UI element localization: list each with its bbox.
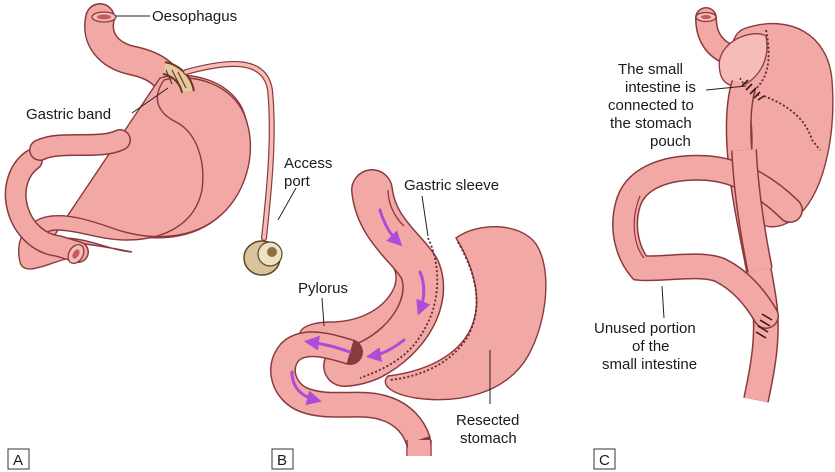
panel-tag-c-text: C bbox=[599, 452, 610, 469]
label-pylorus: Pylorus bbox=[298, 280, 348, 297]
label-resected-2: stomach bbox=[460, 430, 517, 447]
label-resected-1: Resected bbox=[456, 412, 519, 429]
label-connected-1: The small bbox=[618, 61, 683, 78]
label-connected-3: connected to bbox=[608, 97, 694, 114]
panel-c: The small intestine is connected to the … bbox=[594, 13, 833, 401]
panel-tag-a-text: A bbox=[13, 452, 23, 469]
panel-tag-c: C bbox=[594, 449, 615, 469]
label-gastric-sleeve: Gastric sleeve bbox=[404, 177, 499, 194]
panel-a: Oesophagus Gastric band Access port bbox=[14, 8, 332, 275]
label-unused-3: small intestine bbox=[602, 356, 697, 373]
panel-tag-b: B bbox=[272, 449, 293, 469]
leader-gastric-sleeve bbox=[422, 196, 428, 236]
label-unused-2: of the bbox=[632, 338, 670, 355]
label-oesophagus: Oesophagus bbox=[152, 8, 237, 25]
label-gastric-band: Gastric band bbox=[26, 106, 111, 123]
label-access-port-1: Access bbox=[284, 155, 332, 172]
access-port bbox=[244, 241, 282, 275]
leader-unused-portion bbox=[662, 286, 664, 318]
label-unused-1: Unused portion bbox=[594, 320, 696, 337]
leader-access-port bbox=[278, 188, 296, 220]
panel-b: Gastric sleeve Pylorus Resected stomach bbox=[283, 177, 546, 456]
panel-tag-a: A bbox=[8, 449, 29, 469]
label-connected-2: intestine is bbox=[625, 79, 696, 96]
panel-tag-b-text: B bbox=[277, 452, 287, 469]
label-connected-5: pouch bbox=[650, 133, 691, 150]
label-access-port-2: port bbox=[284, 173, 311, 190]
label-connected-4: the stomach bbox=[610, 115, 692, 132]
